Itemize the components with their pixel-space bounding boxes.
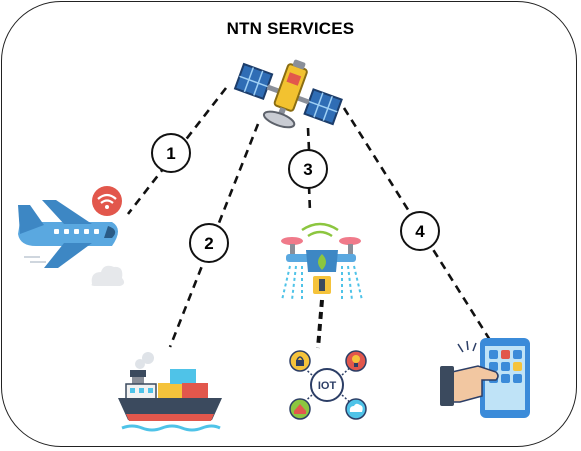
link-line-4	[342, 107, 492, 341]
link-line-3b	[307, 185, 312, 213]
drone-icon	[281, 222, 363, 301]
link-line-1	[126, 87, 228, 215]
diagram-title: NTN SERVICES	[226, 19, 355, 38]
iot-label: IOT	[318, 380, 337, 392]
link-badge-3: 3	[288, 149, 328, 189]
wifi-icon	[92, 186, 122, 216]
cloud-icon	[91, 265, 125, 286]
link-badge-4: 4	[400, 211, 440, 251]
airplane-icon	[18, 200, 118, 268]
drone-iot-link	[316, 299, 324, 349]
link-number: 4	[415, 222, 425, 241]
satellite-icon	[233, 59, 343, 129]
link-line-3	[306, 127, 311, 151]
link-number: 3	[303, 160, 312, 179]
link-badge-2: 2	[189, 223, 229, 263]
cargo-ship-icon	[118, 352, 222, 432]
link-number: 2	[204, 234, 213, 253]
link-number: 1	[166, 144, 175, 163]
link-badge-1: 1	[151, 133, 191, 173]
smartphone-icon	[440, 338, 530, 418]
iot-icon: IOT	[289, 350, 367, 420]
